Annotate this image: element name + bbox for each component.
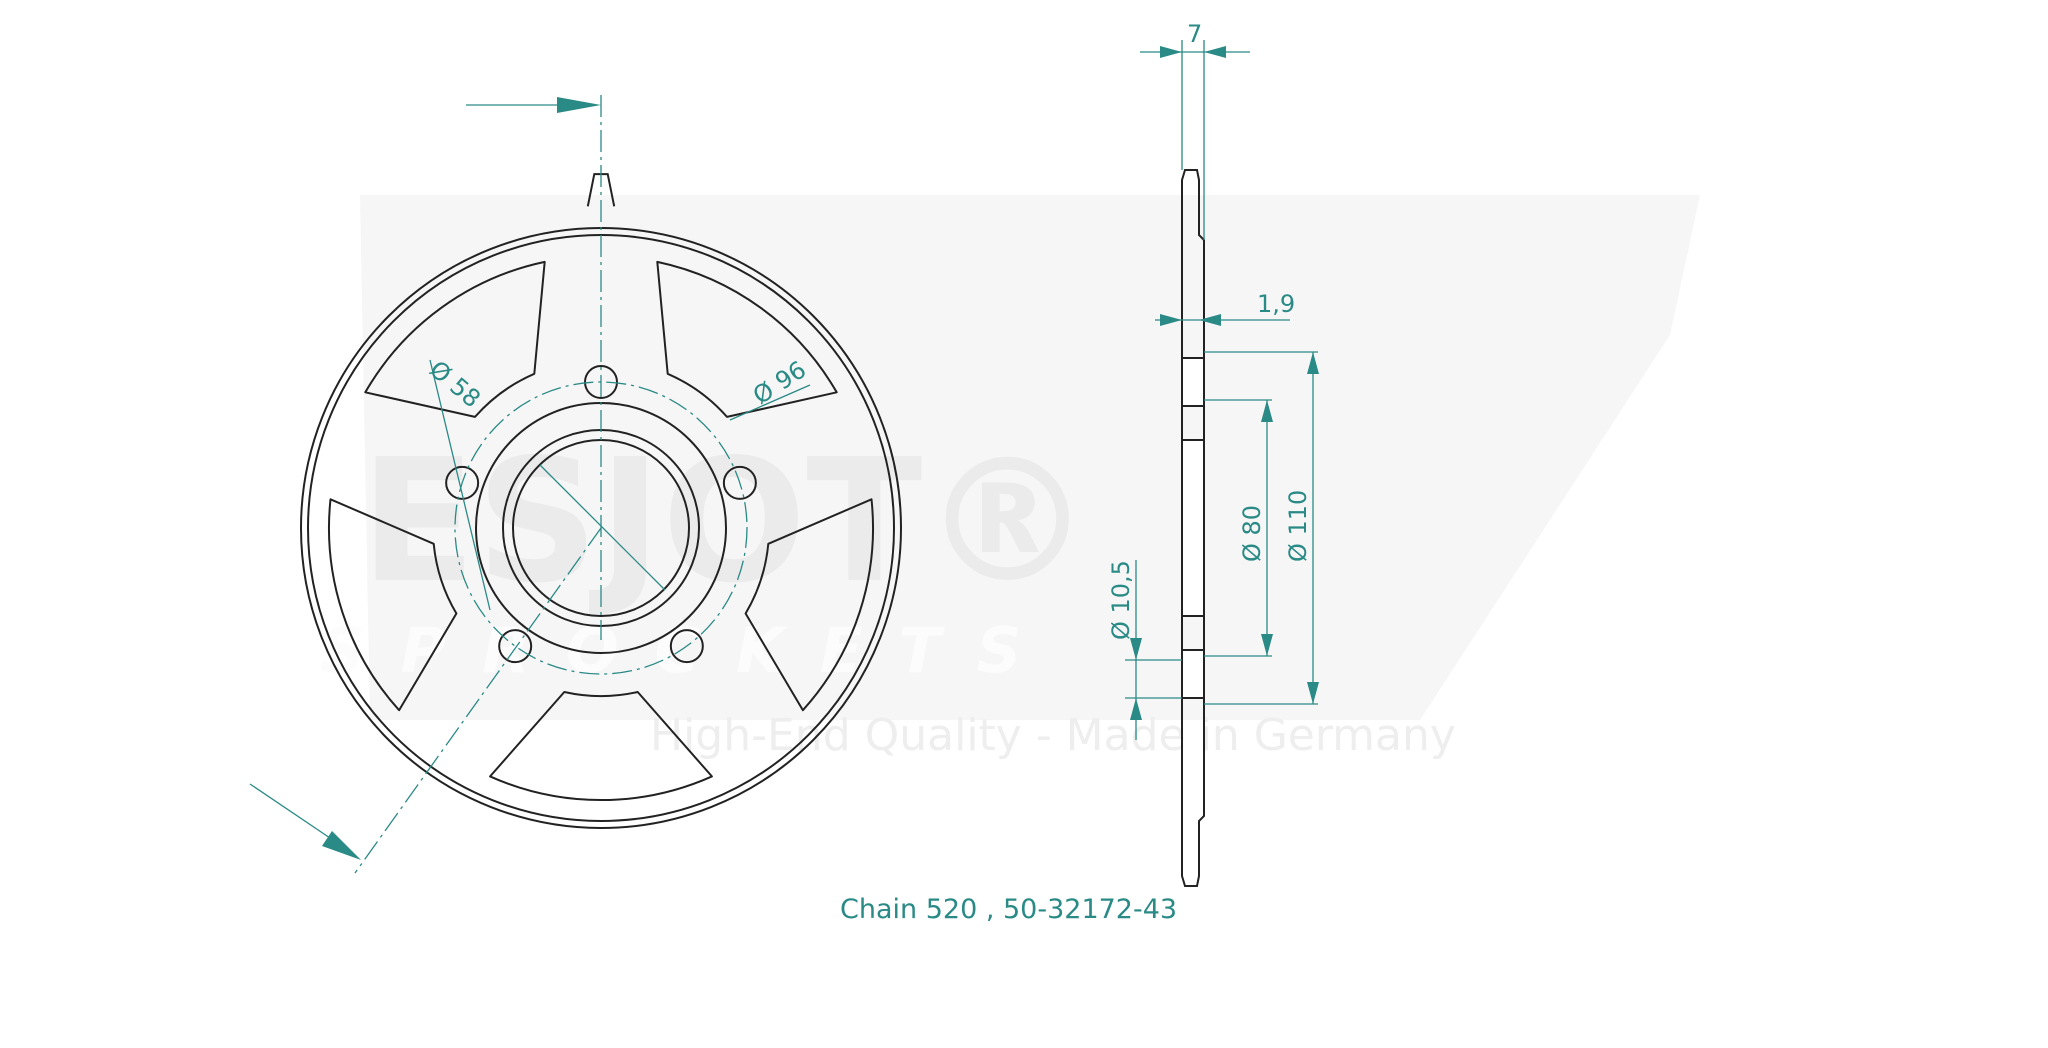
arrow-head bbox=[1261, 634, 1273, 656]
arrow-head bbox=[1307, 352, 1319, 374]
lightening-window bbox=[744, 498, 875, 712]
arrow-head bbox=[1130, 638, 1142, 660]
arrow-head bbox=[1261, 400, 1273, 422]
bore-dimension-line bbox=[539, 464, 666, 591]
section-line bbox=[354, 527, 602, 874]
side-profile bbox=[1181, 169, 1205, 887]
arrow-head bbox=[1307, 682, 1319, 704]
lightening-window bbox=[489, 691, 713, 801]
bolt-hole bbox=[445, 465, 480, 500]
arrow-head bbox=[322, 831, 361, 860]
front-view: Ø 58 Ø 96 bbox=[249, 95, 902, 874]
arrow-head bbox=[1130, 698, 1142, 720]
offset-label: 1,9 bbox=[1257, 290, 1295, 318]
watermark-subtitle: SPROCKETS bbox=[320, 614, 1057, 687]
bolt-holes bbox=[445, 365, 757, 664]
lightening-window bbox=[656, 260, 838, 418]
arrow-head bbox=[1160, 314, 1182, 326]
outer-hub-diameter-label: Ø 110 bbox=[1284, 490, 1312, 562]
section-arrow-bottom bbox=[249, 783, 331, 839]
watermark-tagline: High-End Quality - Made in Germany bbox=[650, 710, 1456, 761]
lightening-window bbox=[327, 498, 458, 712]
side-bore bbox=[1181, 439, 1205, 617]
hole-diameter-label: Ø 10,5 bbox=[1107, 560, 1135, 640]
bolt-hole bbox=[722, 465, 757, 500]
bolt-hole bbox=[498, 629, 533, 664]
bolt-dimension-line bbox=[429, 359, 491, 611]
width-label: 7 bbox=[1187, 20, 1202, 48]
bolt-hole bbox=[584, 365, 618, 399]
arrow-head bbox=[1160, 46, 1182, 58]
dimension-arrows bbox=[1130, 46, 1319, 720]
watermark-band bbox=[360, 195, 1700, 720]
side-view: 7 1,9 Ø 80 Ø 110 Ø 10,5 bbox=[1107, 20, 1319, 887]
watermark: ESJOT® SPROCKETS High-End Quality - Made… bbox=[320, 195, 1700, 761]
lightening-windows bbox=[327, 260, 875, 801]
arrow-head bbox=[557, 97, 601, 113]
arrow-head bbox=[1199, 314, 1221, 326]
lightening-window bbox=[364, 260, 546, 418]
side-bolt-hole-top bbox=[1181, 357, 1205, 407]
caption: Chain 520 , 50-32172-43 bbox=[840, 894, 1177, 925]
arrow-head bbox=[1204, 46, 1226, 58]
bolt-dimension-leader bbox=[729, 384, 811, 421]
side-bolt-hole-bottom bbox=[1181, 649, 1205, 699]
hub-diameter-label: Ø 80 bbox=[1238, 505, 1266, 562]
bolt-hole bbox=[669, 629, 704, 664]
